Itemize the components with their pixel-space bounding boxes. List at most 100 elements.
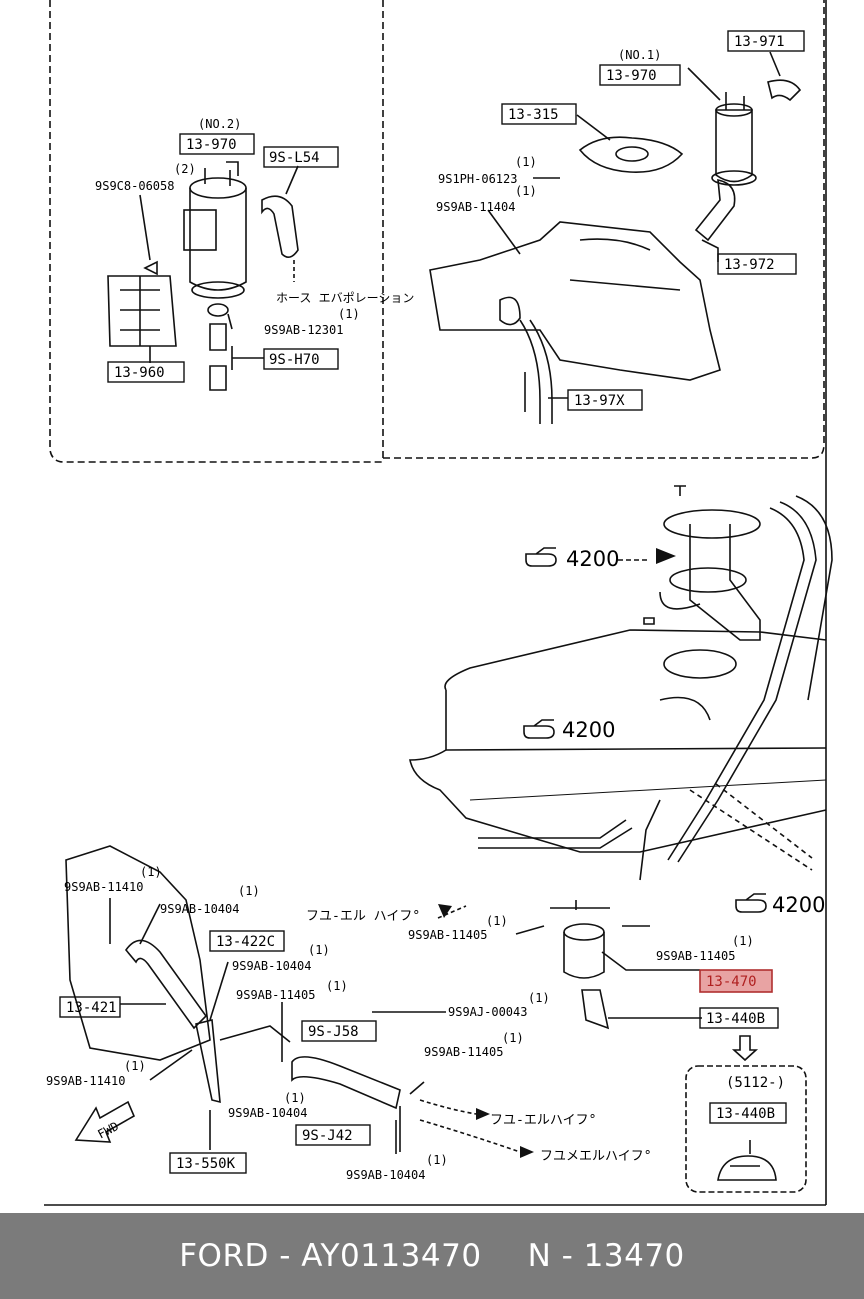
box-972 [717, 253, 797, 275]
leader-972 [701, 239, 719, 262]
leader-11405-d [409, 1081, 425, 1095]
qty-1-11405-a: (1) [486, 914, 508, 928]
qty-1-00043: (1) [528, 991, 550, 1005]
box-315 [501, 103, 577, 125]
label-97x: 13-97X [574, 393, 625, 409]
engine-block-drawing [65, 845, 211, 1061]
label-j42: 9S-J42 [302, 1128, 353, 1144]
box-j58 [301, 1020, 377, 1042]
qty-1-11405-b: (1) [732, 934, 754, 948]
qty-2: (2) [174, 162, 196, 176]
label-11410-b: 9S9AB-11410 [46, 1074, 125, 1088]
label-550k: 13-550K [176, 1156, 236, 1172]
leader-10404-a [139, 903, 161, 945]
label-11405-b: 9S9AB-11405 [656, 949, 735, 963]
pipe-550k-drawing [195, 1018, 291, 1104]
bracket-960-drawing [107, 260, 177, 347]
arrow-right-icon [476, 1108, 490, 1120]
box-960 [107, 361, 185, 383]
hose-972-drawing [694, 179, 736, 242]
qty-1-11410-b: (1) [124, 1059, 146, 1073]
leader-11405-a [515, 925, 545, 935]
box-970-no1 [599, 64, 681, 86]
label-11410-a: 9S9AB-11410 [64, 880, 143, 894]
label-970-no2: 13-970 [186, 137, 237, 153]
qty-1-11404: (1) [515, 184, 537, 198]
label-970-no1: 13-970 [606, 68, 657, 84]
qty-1-11405-c: (1) [326, 979, 348, 993]
label-421: 13-421 [66, 1000, 117, 1016]
sub-detail-box [685, 1065, 807, 1193]
label-sub-range: (5112-) [726, 1075, 785, 1091]
hand-pointer-icon [523, 719, 555, 739]
label-971: 13-971 [734, 34, 785, 50]
box-440b-sub [709, 1102, 787, 1124]
label-no1: (NO.1) [618, 48, 661, 62]
leader-fuel-pipe-1 [437, 905, 467, 919]
qty-1-10404-d: (1) [426, 1153, 448, 1167]
leader-bolt [139, 194, 151, 261]
label-11405-c: 9S9AB-11405 [236, 988, 315, 1002]
box-440b [699, 1007, 779, 1029]
gasket-315-drawing [578, 136, 684, 173]
ref-4200-b: 4200 [562, 718, 615, 742]
label-bolt-06058: 9S9C8-06058 [95, 179, 174, 193]
inset-right-border [383, 0, 825, 459]
leader-fuel-pipe-2 [419, 1099, 477, 1115]
leader-11410-b [149, 1049, 193, 1081]
leader-h70 [231, 346, 264, 370]
clamp-12301-drawing [207, 303, 229, 317]
footer-part-number: FORD - AY0113470 [179, 1238, 482, 1274]
footer-oem-number: N - 13470 [527, 1238, 685, 1274]
leader-clamp [227, 313, 233, 330]
ref-4200-a: 4200 [566, 547, 619, 571]
label-jp-fuel-pipe-3: フユメエルハイフ° [540, 1149, 652, 1164]
bracket-440b-detail-drawing [717, 1155, 777, 1181]
leader-10404-b [209, 961, 229, 1021]
fuel-filter-drawing [550, 900, 610, 1030]
label-l54: 9S-L54 [269, 150, 320, 166]
leader-470 [601, 951, 700, 971]
arrow-left-icon [438, 904, 452, 918]
label-jp-fuel-pipe-2: フユ-エルハイフ° [490, 1113, 596, 1128]
highlight-470-box [699, 969, 773, 993]
fuel-sender-drawing [643, 509, 761, 641]
box-h70 [263, 348, 339, 370]
label-972: 13-972 [724, 257, 775, 273]
label-11404: 9S9AB-11404 [436, 200, 515, 214]
label-10404-b: 9S9AB-10404 [232, 959, 311, 973]
leader-fuel-pipe-3 [419, 1119, 521, 1153]
label-jp-evap-hose: ホース エバポレーション [276, 291, 414, 305]
hose-422c-drawing [124, 939, 208, 1030]
pipe-upper-drawing-2 [478, 827, 633, 849]
qty-1-10404-a: (1) [238, 884, 260, 898]
label-440b-sub: 13-440B [716, 1106, 775, 1122]
label-10404-d: 9S9AB-10404 [346, 1168, 425, 1182]
hose-l54-drawing [261, 195, 299, 282]
qty-1-11410: (1) [140, 865, 162, 879]
leader-315 [576, 114, 611, 141]
label-jp-fuel-pipe: フユ-エル ハイフ° [306, 909, 420, 924]
hose-j58-drawing [291, 1056, 401, 1110]
label-screw-06123: 9S1PH-06123 [438, 172, 517, 186]
label-11405-a: 9S9AB-11405 [408, 928, 487, 942]
label-960: 13-960 [114, 365, 165, 381]
hose-971-drawing [767, 79, 802, 102]
leader-l54 [285, 165, 299, 195]
fuel-lines-drawing [639, 495, 833, 881]
qty-1-10404-c: (1) [284, 1091, 306, 1105]
label-315: 13-315 [508, 107, 559, 123]
box-970-no2 [179, 133, 255, 155]
box-971 [727, 30, 805, 52]
box-550k [169, 1152, 247, 1174]
label-no2: (NO.2) [198, 117, 241, 131]
box-l54 [263, 146, 339, 168]
fwd-arrow-icon [74, 1100, 136, 1143]
parts-diagram: (NO.2) 13-970 (2) 9S9C8-06058 9S-L54 ホース… [44, 0, 833, 1206]
hose-h70-drawing [209, 323, 227, 391]
leader-971 [769, 51, 781, 77]
screw-top-drawing [674, 485, 686, 496]
qty-1-11405-d: (1) [502, 1031, 524, 1045]
box-j42 [295, 1124, 371, 1146]
arrow-right-icon [520, 1146, 534, 1158]
